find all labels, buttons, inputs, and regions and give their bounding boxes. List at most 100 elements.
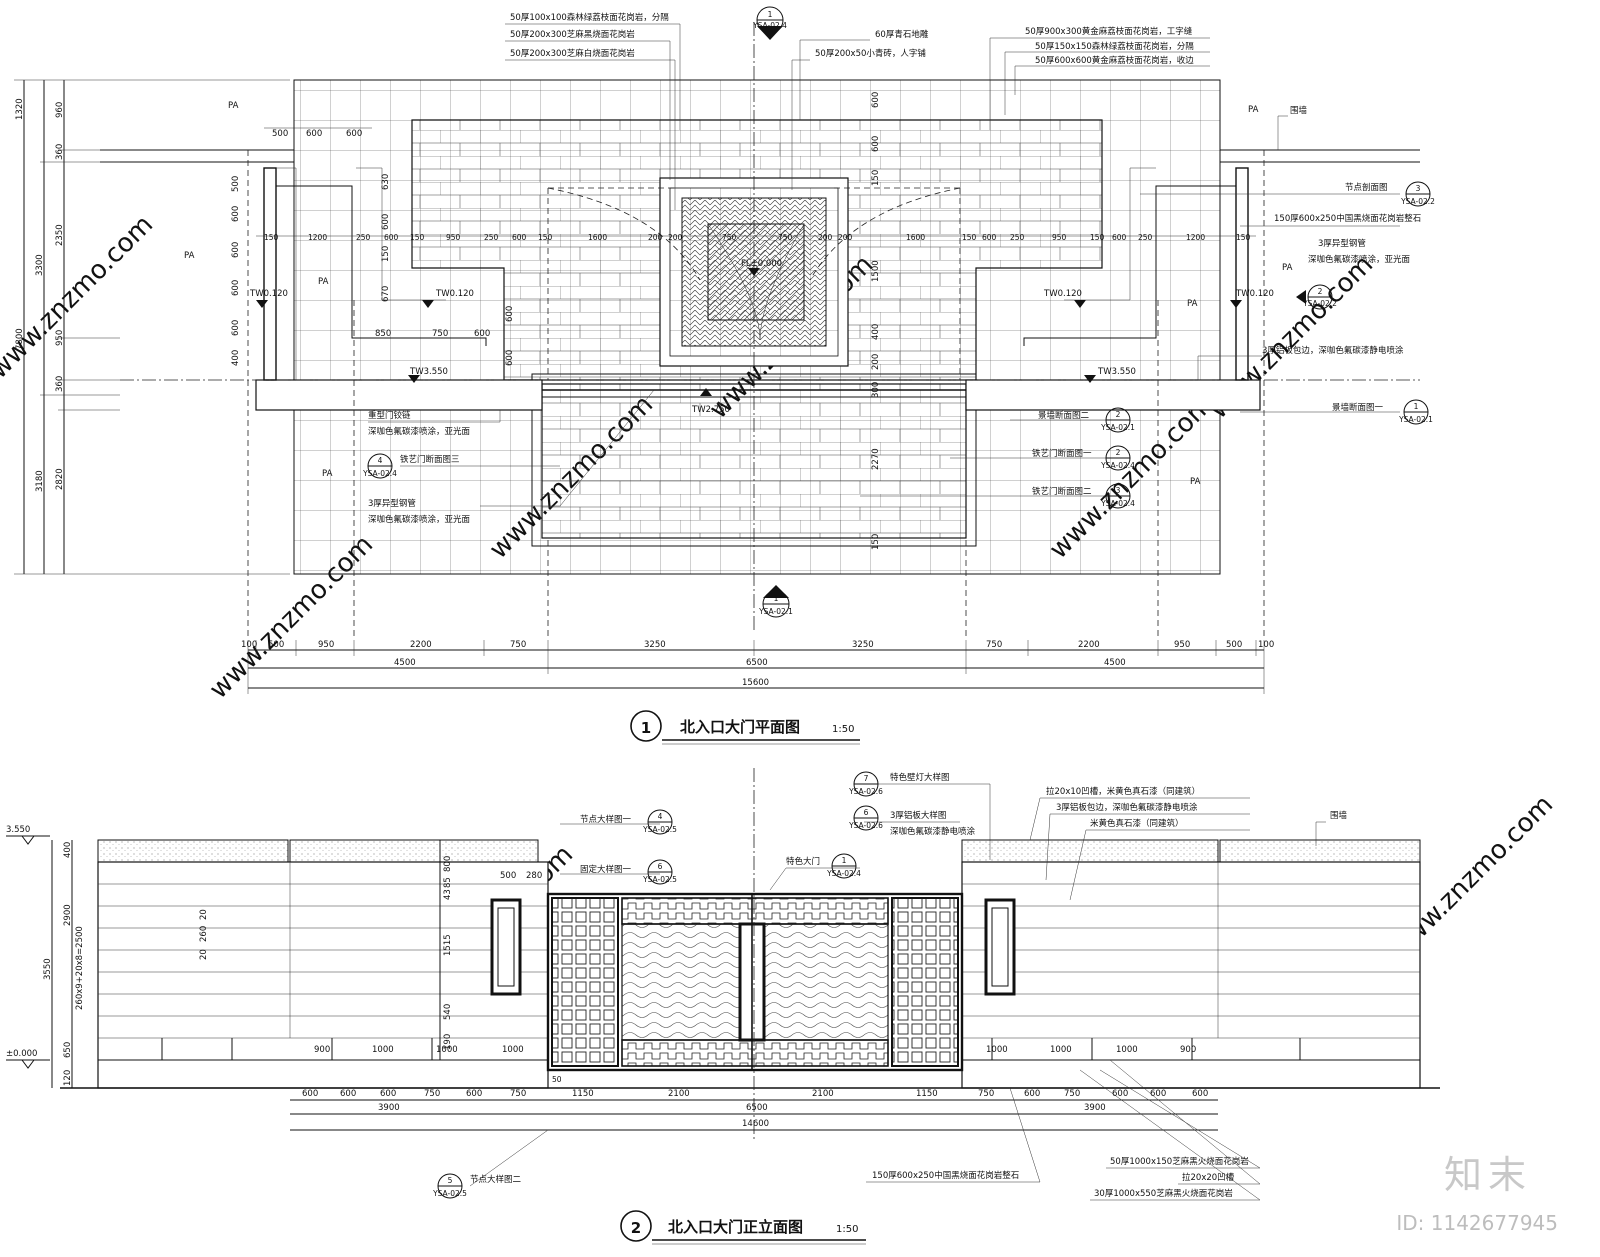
svg-text:50: 50 [552, 1075, 562, 1084]
ref-symbol-wall2: 2 YSA-02.1 [1100, 407, 1135, 433]
svg-text:2200: 2200 [410, 640, 432, 650]
elev-title: 北入口大门正立面图 [668, 1218, 803, 1236]
note: 特色大门 [786, 856, 820, 867]
svg-text:600: 600 [340, 1089, 356, 1099]
wall-lamp-left [490, 898, 522, 996]
svg-text:PA: PA [1190, 477, 1201, 487]
svg-text:2: 2 [1116, 448, 1121, 457]
note: 3厚铝板大样图 [890, 810, 946, 821]
level-marker-icon [408, 375, 420, 383]
note: 50厚600x600黄金麻荔枝面花岗岩，收边 [1035, 55, 1194, 66]
svg-text:YSA-02.4: YSA-02.4 [1100, 499, 1135, 508]
svg-text:260x9+20x8=2500: 260x9+20x8=2500 [75, 926, 85, 1010]
svg-text:1200: 1200 [308, 233, 327, 242]
svg-text:PA: PA [318, 277, 329, 287]
svg-text:250: 250 [484, 233, 499, 242]
svg-text:2900: 2900 [63, 904, 73, 926]
svg-text:1515: 1515 [443, 934, 453, 956]
note: 米黄色真石漆（同建筑） [1090, 818, 1184, 829]
plan-notes-right: 围墙 节点剖面图 150厚600x250中国黑烧面花岗岩整石 3厚异型钢管 深咖… [860, 105, 1435, 509]
svg-text:4500: 4500 [394, 658, 416, 668]
note: 50厚150x150森林绿荔枝面花岗岩，分隔 [1035, 41, 1194, 52]
svg-text:200: 200 [818, 233, 833, 242]
note: 固定大样图一 [580, 864, 632, 875]
svg-text:3300: 3300 [35, 254, 45, 276]
svg-text:YSA-02.4: YSA-02.4 [826, 869, 861, 878]
elev-notes: 节点大样图一 固定大样图一 特色大门 特色壁灯大样图 3厚铝板大样图 深咖色氟碳… [432, 771, 1348, 1201]
svg-text:1000: 1000 [1116, 1045, 1138, 1055]
svg-text:6500: 6500 [746, 1103, 768, 1113]
svg-text:150: 150 [871, 534, 881, 550]
resource-id: ID: 1142677945 [1396, 1211, 1558, 1235]
svg-text:600: 600 [1024, 1089, 1040, 1099]
svg-text:PA: PA [1187, 299, 1198, 309]
ref-symbol-node1: 4 YSA-02.5 [642, 809, 677, 835]
svg-text:750: 750 [722, 233, 737, 242]
svg-text:200: 200 [668, 233, 683, 242]
elev-wall-grooves [98, 862, 1420, 1039]
svg-text:900: 900 [1180, 1045, 1196, 1055]
svg-text:600: 600 [231, 320, 241, 336]
svg-text:1000: 1000 [986, 1045, 1008, 1055]
note: 150厚600x250中国黑烧面花岗岩整石 [1274, 213, 1421, 224]
ref-symbol-node2: 5 YSA-02.5 [432, 1173, 467, 1199]
svg-text:TW2.750: TW2.750 [691, 405, 730, 415]
svg-text:950: 950 [55, 330, 65, 346]
svg-text:400: 400 [871, 324, 881, 340]
svg-text:300: 300 [871, 382, 881, 398]
svg-text:600: 600 [1112, 1089, 1128, 1099]
svg-text:YSA-02.1: YSA-02.1 [1398, 415, 1433, 424]
svg-text:600: 600 [1150, 1089, 1166, 1099]
svg-text:600: 600 [231, 242, 241, 258]
note: 围墙 [1290, 105, 1308, 116]
svg-text:750: 750 [978, 1089, 994, 1099]
svg-text:TW0.120: TW0.120 [435, 289, 474, 299]
svg-text:YSA-02.4: YSA-02.4 [362, 469, 397, 478]
note: 拉20x10凹槽，米黄色真石漆（同建筑） [1046, 786, 1200, 797]
note: 重型门铰链 [368, 410, 411, 421]
ref-symbol-gate: 1 YSA-02.4 [826, 853, 861, 879]
svg-text:650: 650 [63, 1042, 73, 1058]
svg-text:YSA-02.5: YSA-02.5 [642, 825, 677, 834]
svg-text:630: 630 [381, 174, 391, 190]
svg-text:750: 750 [510, 640, 526, 650]
svg-text:15600: 15600 [742, 678, 769, 688]
elev-dim-texts: 3550 400 2900 260x9+20x8=2500 650 120 20… [43, 842, 1208, 1129]
note: 景墙断面图一 [1332, 402, 1384, 413]
note: 景墙断面图二 [1038, 410, 1090, 421]
svg-text:950: 950 [446, 233, 461, 242]
svg-text:YSA-02.2: YSA-02.2 [1400, 197, 1435, 206]
elev-level-marks: 3.550 ±0.000 [6, 825, 50, 1069]
note: 50厚200x300芝麻白烧面花岗岩 [510, 48, 635, 59]
svg-text:1000: 1000 [1050, 1045, 1072, 1055]
svg-text:2270: 2270 [871, 448, 881, 470]
note: 围墙 [1330, 810, 1348, 821]
svg-text:2350: 2350 [55, 224, 65, 246]
svg-text:5: 5 [448, 1176, 453, 1185]
elev-cap-left [97, 839, 289, 863]
note: 节点剖面图 [1345, 182, 1388, 193]
note: 50厚900x300黄金麻荔枝面花岗岩，工字缝 [1025, 26, 1193, 37]
ref-sheet: YSA-02.2 [1302, 299, 1337, 308]
svg-text:540: 540 [443, 1004, 453, 1020]
svg-text:500: 500 [1226, 640, 1242, 650]
note: 3厚铝板包边，深咖色氟碳漆静电喷涂 [1262, 345, 1404, 356]
svg-text:TW0.120: TW0.120 [1043, 289, 1082, 299]
title-number: 1 [641, 719, 651, 737]
elev-feature-gate [546, 892, 964, 1072]
svg-text:360: 360 [55, 144, 65, 160]
svg-text:PA: PA [322, 469, 333, 479]
note: 特色壁灯大样图 [890, 772, 950, 783]
svg-text:500: 500 [268, 640, 284, 650]
svg-text:600: 600 [505, 306, 515, 322]
svg-text:PA: PA [1248, 105, 1259, 115]
note: 铁艺门断面图一 [1032, 448, 1092, 459]
svg-text:600: 600 [231, 206, 241, 222]
note: 50厚100x100森林绿荔枝面花岗岩，分隔 [510, 12, 669, 23]
note: 3厚异型钢管 [368, 498, 416, 509]
svg-text:TW3.550: TW3.550 [1097, 367, 1136, 377]
ref-symbol-gate2: 3 YSA-02.4 [1100, 483, 1135, 509]
svg-text:3180: 3180 [35, 470, 45, 492]
note: 拉20x20凹槽 [1182, 1172, 1235, 1183]
